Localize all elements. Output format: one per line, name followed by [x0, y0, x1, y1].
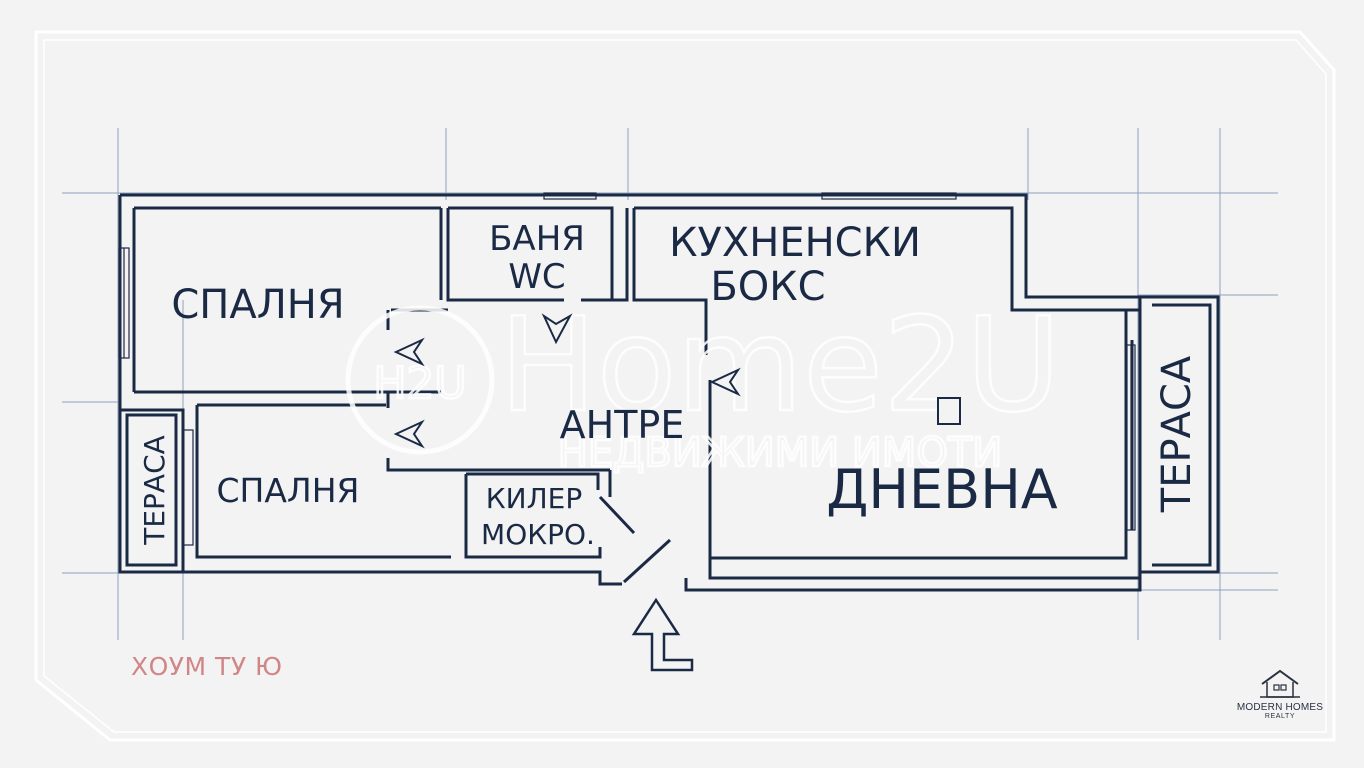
- room-label-storage-line1: КИЛЕР: [486, 482, 582, 515]
- room-label-hallway: АНТРЕ: [560, 403, 685, 447]
- arrow-icon: [709, 367, 741, 397]
- room-label-bedroom-small: СПАЛНЯ: [217, 471, 360, 510]
- room-label-living-room: ДНЕВНА: [826, 458, 1058, 521]
- watermark: H2U Home2U НЕДВИЖИМИ ИМОТИ: [345, 288, 1062, 477]
- watermark-tagline: НЕДВИЖИМИ ИМОТИ: [558, 430, 1002, 476]
- room-label-storage-line2: МОКРО.: [481, 518, 595, 551]
- page-frame: [34, 30, 1336, 742]
- corner-logo: MODERN HOMES REALTY: [1230, 668, 1330, 728]
- arrow-icon: [541, 313, 573, 345]
- arrow-icon: [393, 419, 425, 449]
- corner-logo-subtitle: REALTY: [1264, 713, 1296, 720]
- appliance-marker: [937, 397, 961, 425]
- grid-lines: [62, 128, 1278, 640]
- room-label-bathroom-line2: WC: [508, 257, 565, 297]
- room-label-bathroom-line1: БАНЯ: [489, 219, 585, 259]
- room-label-kitchen-line1: КУХНЕНСКИ: [669, 220, 921, 266]
- room-label-terrace-right: ТЕРАСА: [1154, 355, 1200, 513]
- house-icon: [1260, 669, 1300, 698]
- windows: [118, 192, 1136, 546]
- corner-logo-name: MODERN HOMES: [1236, 702, 1324, 713]
- room-label-kitchen-line2: БОКС: [710, 264, 825, 310]
- watermark-logo-mark: H2U: [373, 358, 466, 409]
- arrow-icon: [393, 337, 425, 367]
- door-direction-arrows: [393, 313, 741, 449]
- watermark-brand-name: Home2U: [499, 289, 1061, 441]
- room-label-bedroom-large: СПАЛНЯ: [171, 282, 344, 328]
- entrance-arrow-icon: [631, 597, 694, 672]
- brand-caption: ХОУМ ТУ Ю: [131, 652, 283, 681]
- room-label-terrace-left: ТЕРАСА: [138, 435, 171, 546]
